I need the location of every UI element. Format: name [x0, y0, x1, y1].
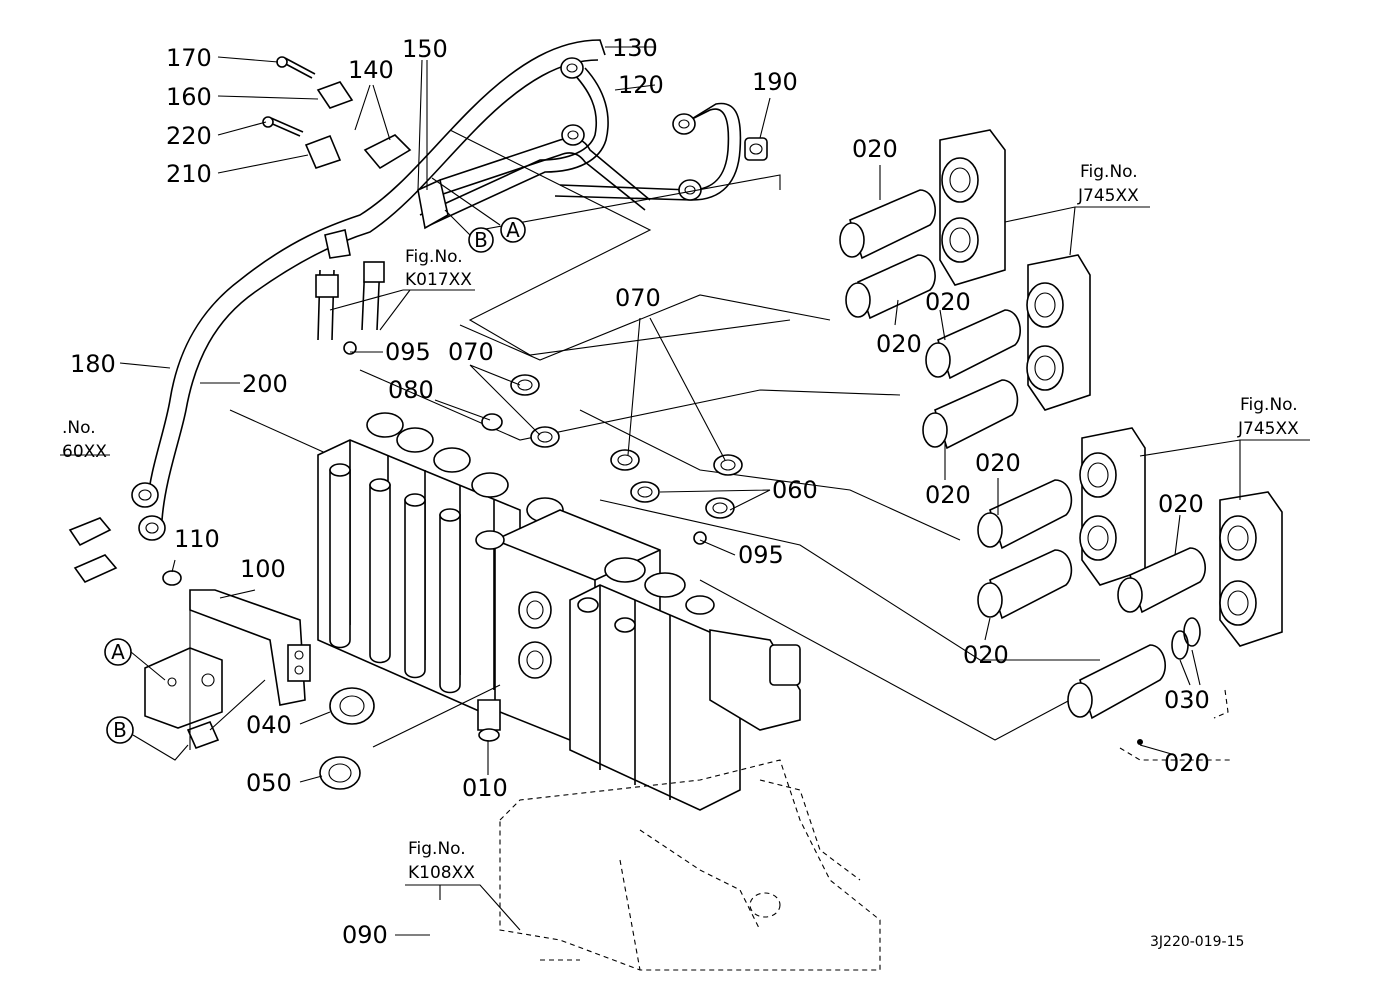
callout-a-bracket: A	[104, 638, 132, 666]
part-label-130: 130	[612, 34, 658, 62]
part-label-020-7: 020	[1158, 490, 1204, 518]
part-label-170: 170	[166, 44, 212, 72]
coupler-020-8	[1067, 644, 1166, 720]
part-label-020-2: 020	[876, 330, 922, 358]
fitting-070-b	[530, 426, 560, 448]
fig-ref-j745-bottom: Fig.No. J745XX	[1237, 395, 1299, 439]
frame-housing	[499, 759, 881, 971]
part-leaders	[119, 46, 1201, 936]
part-label-150: 150	[402, 35, 448, 63]
fittings-group	[162, 341, 743, 790]
part-numbers: 170 160 220 210 140 150 130 120 190 180 …	[70, 34, 1210, 949]
fig-ref-label: Fig.No.	[1080, 162, 1138, 182]
part-label-090: 090	[342, 921, 388, 949]
coupler-bracket-4	[1219, 491, 1283, 647]
fig-ref-code: K108XX	[408, 863, 475, 883]
left-fittings	[68, 482, 166, 583]
part-label-120: 120	[618, 71, 664, 99]
part-label-210: 210	[166, 160, 212, 188]
fitting-070-a	[510, 374, 540, 396]
part-label-200: 200	[242, 370, 288, 398]
callout-letter: A	[111, 640, 125, 664]
coupler-020-2	[845, 254, 936, 320]
part-label-020-8: 020	[1164, 749, 1210, 777]
coupler-020-3	[925, 309, 1021, 380]
coupler-bracket-2	[1026, 254, 1091, 411]
drawing-code: 3J220-019-15	[1150, 934, 1244, 950]
fig-ref-code: K017XX	[405, 270, 472, 290]
callout-b-bracket: B	[106, 716, 134, 744]
fitting-080	[481, 413, 503, 431]
coupler-020-7	[1117, 547, 1206, 614]
bracket-assembly	[144, 589, 311, 750]
callout-a-top: A	[500, 217, 526, 243]
part-label-060: 060	[772, 476, 818, 504]
callout-letter: B	[474, 228, 488, 252]
coupler-020-5	[977, 479, 1073, 550]
coupler-bracket-3	[1079, 427, 1146, 586]
control-valve-block	[317, 412, 801, 811]
part-label-020-5: 020	[975, 449, 1021, 477]
part-label-030: 030	[1164, 686, 1210, 714]
part-label-070-right: 070	[615, 284, 661, 312]
pipe-assembly	[147, 39, 768, 521]
part-label-010: 010	[462, 774, 508, 802]
fig-ref-code: 60XX	[62, 442, 107, 462]
part-label-160: 160	[166, 83, 212, 111]
coupler-020-6	[977, 549, 1073, 620]
fig-ref-k108: Fig.No. K108XX	[408, 839, 475, 883]
part-label-100: 100	[240, 555, 286, 583]
part-label-020-1: 020	[852, 135, 898, 163]
fig-ref-leaders	[60, 206, 1310, 931]
fig-ref-j745-top: Fig.No. J745XX	[1077, 162, 1139, 206]
part-label-040: 040	[246, 711, 292, 739]
part-label-070-left: 070	[448, 338, 494, 366]
fig-ref-label: Fig.No.	[408, 839, 466, 859]
part-label-095-mid: 095	[738, 541, 784, 569]
fig-ref-cut-left: .No. 60XX	[62, 418, 107, 462]
callout-letter: A	[506, 218, 520, 242]
fig-ref-k017: Fig.No. K017XX	[405, 247, 472, 290]
coupler-020-4	[922, 379, 1019, 450]
fig-ref-label: Fig.No.	[405, 247, 463, 267]
part-label-190: 190	[752, 68, 798, 96]
leader-network	[229, 129, 1100, 741]
fig-ref-code: J745XX	[1237, 419, 1299, 439]
part-label-020-6: 020	[963, 641, 1009, 669]
part-label-095-top: 095	[385, 338, 431, 366]
part-label-180: 180	[70, 350, 116, 378]
callout-letter: B	[113, 718, 127, 742]
part-label-080: 080	[388, 376, 434, 404]
coupler-bracket-1	[939, 129, 1006, 286]
part-label-020-4: 020	[925, 481, 971, 509]
part-label-020-3: 020	[925, 288, 971, 316]
fig-ref-code: J745XX	[1077, 186, 1139, 206]
part-label-050: 050	[246, 769, 292, 797]
fig-ref-label: Fig.No.	[1240, 395, 1298, 415]
fig-ref-label: .No.	[62, 418, 96, 438]
callout-b-top: B	[468, 227, 494, 253]
coupler-020-1	[839, 189, 936, 260]
coupler-section	[839, 129, 1283, 761]
part-label-220: 220	[166, 122, 212, 150]
part-label-140: 140	[348, 56, 394, 84]
part-label-110: 110	[174, 525, 220, 553]
